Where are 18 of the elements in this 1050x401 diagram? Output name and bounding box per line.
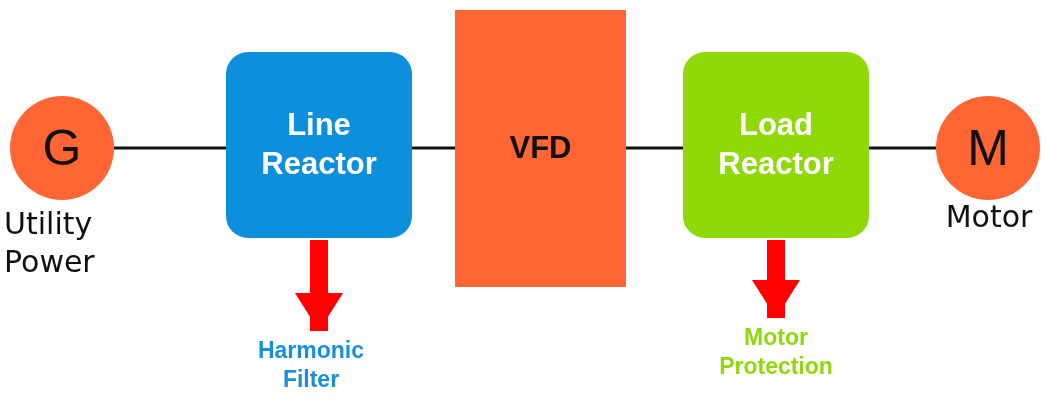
- node-label: Utility Power: [4, 205, 96, 280]
- rounded-box: [683, 52, 869, 238]
- node-label: Motor Protection: [718, 323, 834, 381]
- arrow: [295, 240, 343, 331]
- rounded-box: [226, 52, 412, 238]
- connector-line: [114, 146, 226, 150]
- node-label: G: [42, 118, 82, 178]
- node-label: Line Reactor: [260, 106, 378, 183]
- node-label: Harmonic Filter: [256, 336, 366, 394]
- connector-line: [626, 146, 683, 150]
- connector-line: [869, 146, 936, 150]
- node-label: VFD: [509, 129, 572, 168]
- node-label: Load Reactor: [717, 106, 835, 183]
- node-label: Motor: [944, 198, 1034, 236]
- node-label: M: [967, 118, 1009, 178]
- process-box: [455, 10, 626, 287]
- connector-line: [412, 146, 455, 150]
- arrow: [752, 240, 800, 318]
